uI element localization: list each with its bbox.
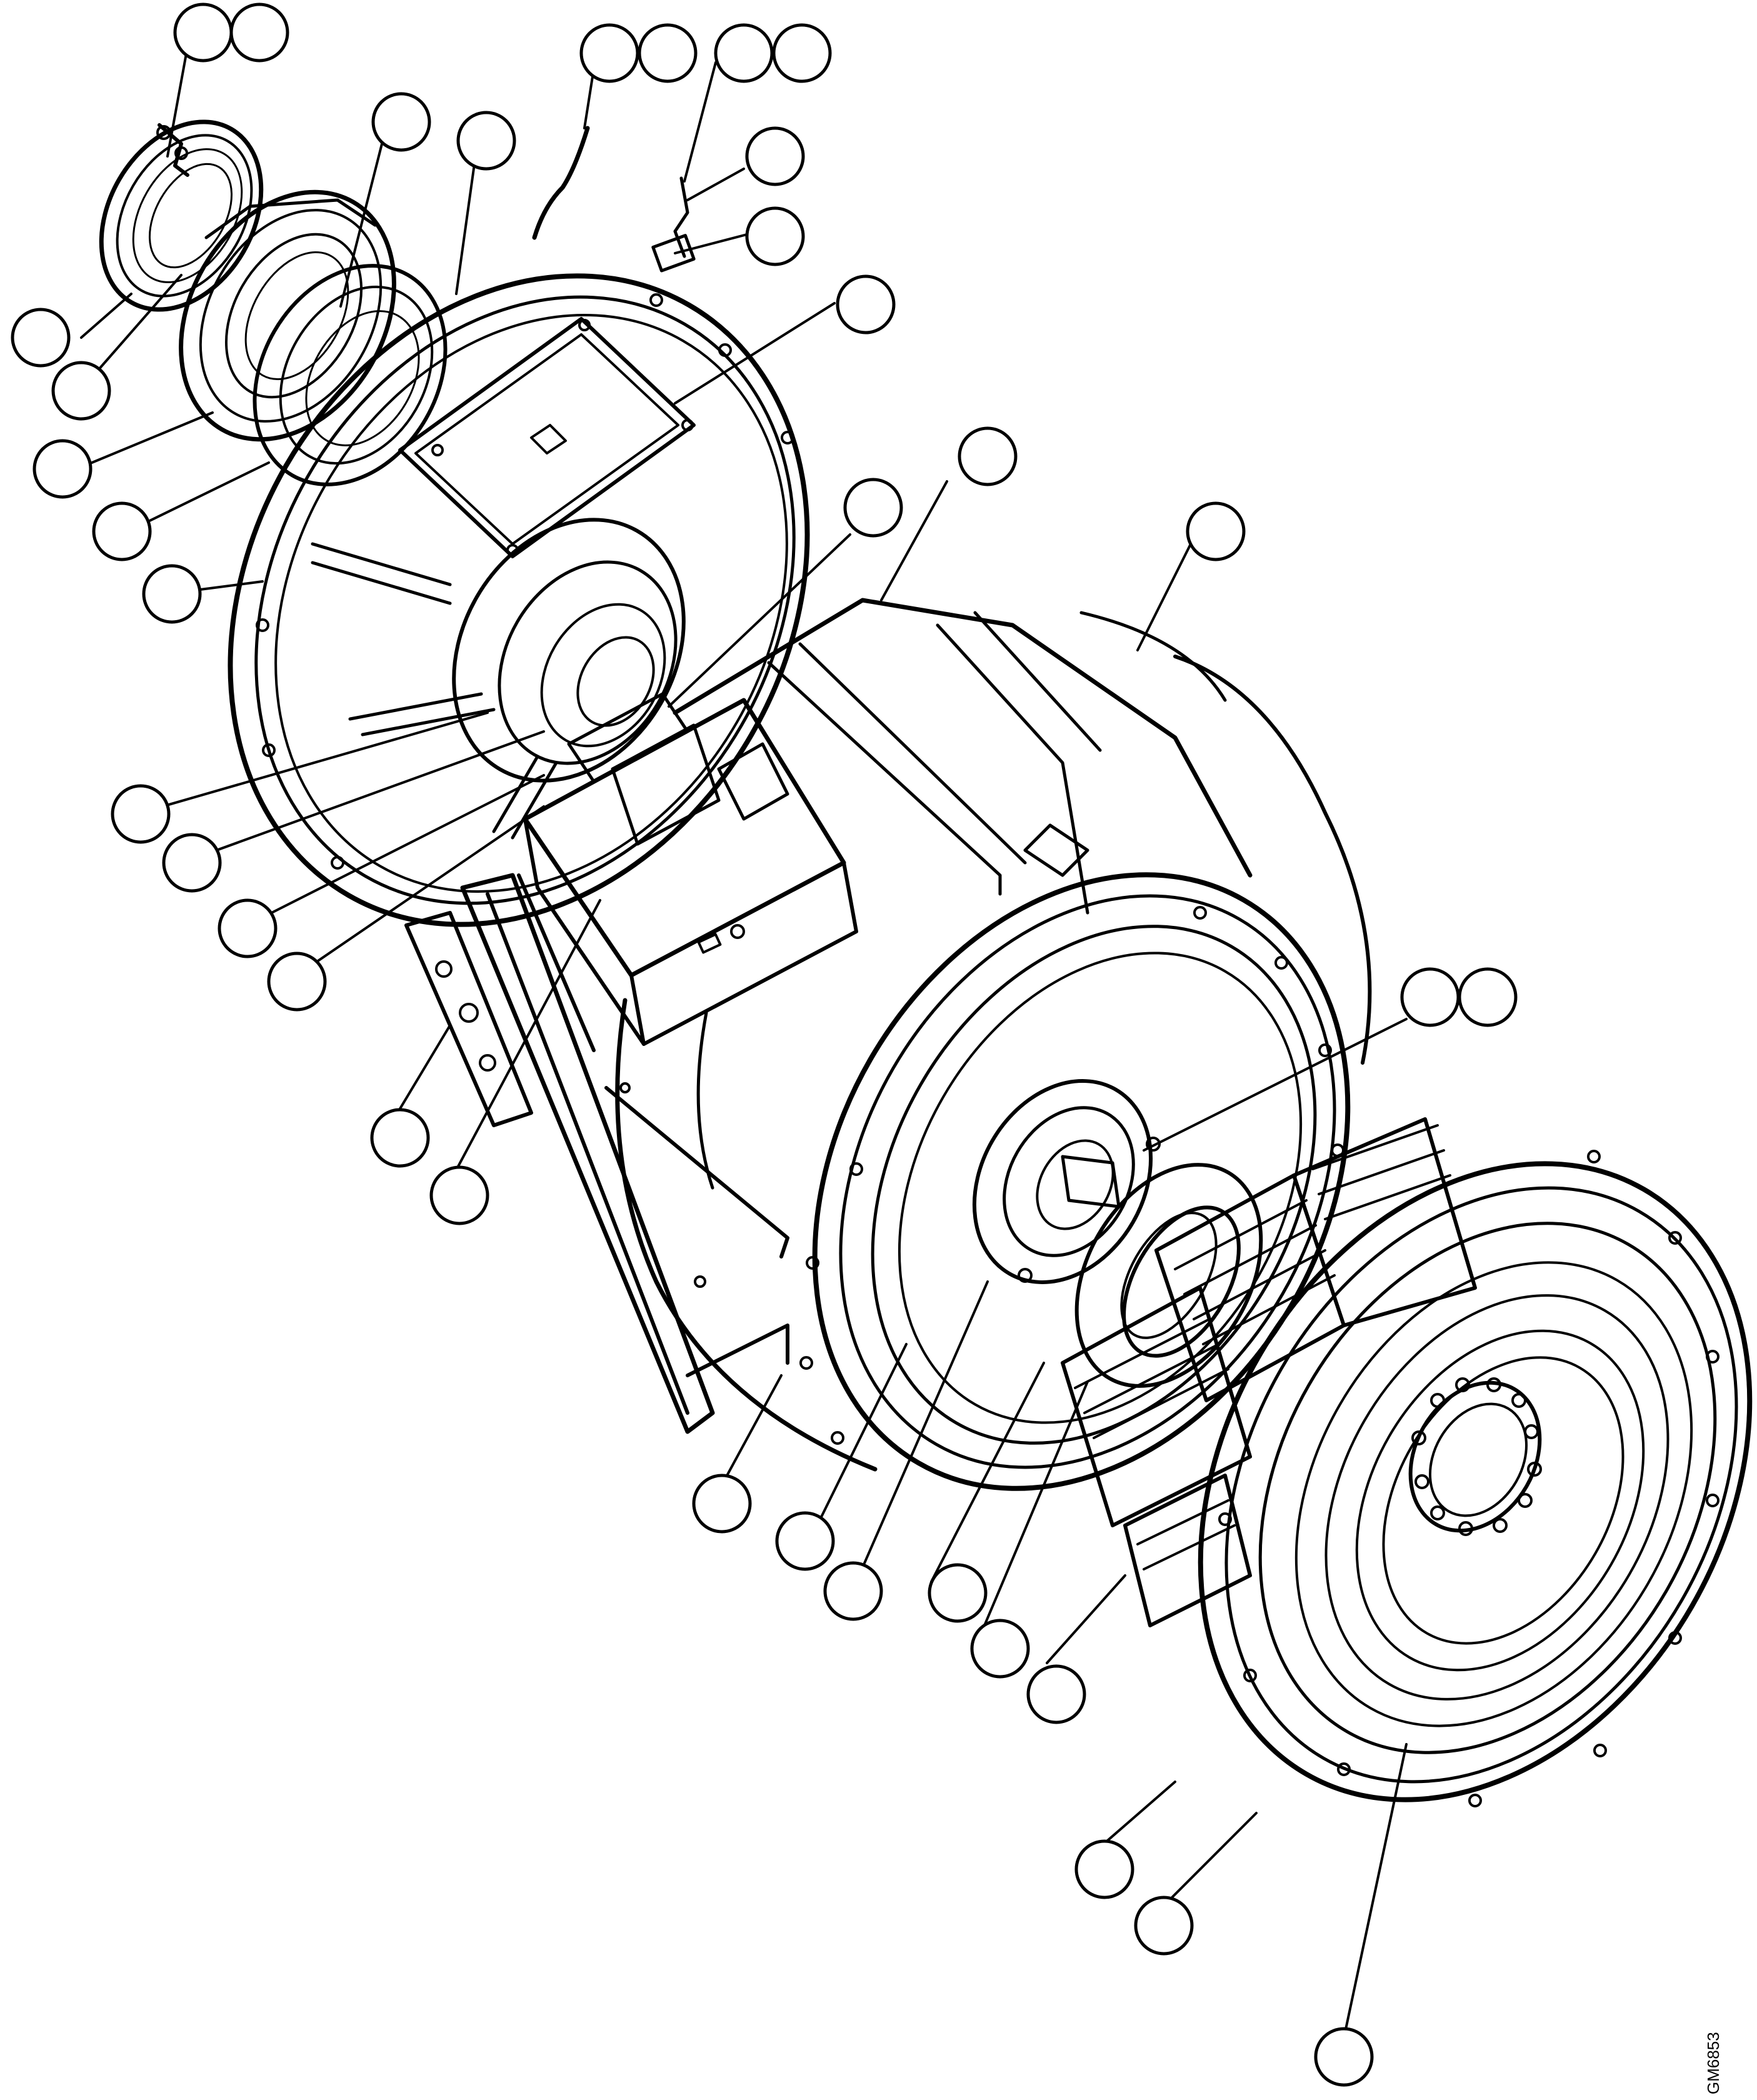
- base-frame: [404, 873, 789, 1434]
- callout-balloon: [173, 3, 233, 63]
- callout-balloon: [1186, 501, 1246, 561]
- callout-balloon: [1026, 1664, 1086, 1724]
- end-bearing-cap: [99, 119, 264, 312]
- flex-plate-hub: [1408, 1377, 1542, 1536]
- callout-balloon: [1074, 1839, 1134, 1899]
- callout-balloon: [692, 1474, 752, 1534]
- callout-balloon: [1134, 1896, 1194, 1956]
- callout-balloon: [638, 23, 698, 83]
- front-end-bracket: [1198, 1150, 1753, 1807]
- callout-balloon: [958, 426, 1018, 486]
- callout-balloon: [823, 1561, 883, 1621]
- callout-balloon: [162, 833, 222, 893]
- reference-balloons: [11, 3, 1518, 2087]
- callout-balloon: [429, 1165, 489, 1225]
- callout-balloon: [456, 111, 516, 171]
- stator-frame: [615, 598, 1372, 1491]
- callout-balloon: [714, 23, 774, 83]
- callout-balloon: [745, 126, 805, 186]
- drawing-reference-code: GM6853: [1704, 2032, 1723, 2094]
- callout-balloon: [772, 23, 832, 83]
- callout-balloon: [745, 206, 805, 266]
- callout-balloon: [11, 308, 71, 368]
- callout-balloon: [928, 1563, 988, 1623]
- callout-balloon: [579, 23, 639, 83]
- exciter-rotor-ring: [1018, 1137, 1241, 1358]
- terminal-box: [523, 692, 858, 1046]
- callout-balloon: [218, 898, 278, 958]
- sensor-hose: [532, 126, 696, 273]
- callout-balloon: [836, 274, 896, 334]
- callout-balloon: [970, 1619, 1030, 1679]
- callout-balloon: [843, 478, 903, 538]
- callout-balloon: [371, 92, 431, 152]
- callout-balloon: [229, 3, 289, 63]
- callout-balloon: [267, 952, 327, 1012]
- rotor-windings: [1061, 1117, 1477, 1627]
- callout-balloon: [370, 1108, 430, 1168]
- fan-housing: [228, 273, 810, 927]
- callout-balloon: [142, 564, 202, 624]
- callout-balloon: [111, 784, 171, 844]
- callout-balloon: [1314, 2027, 1374, 2087]
- leader-lines: [80, 46, 1408, 2039]
- callout-balloon: [51, 361, 111, 421]
- callout-balloon: [33, 439, 93, 499]
- callout-balloon: [775, 1511, 835, 1571]
- callout-balloon: [1400, 967, 1460, 1027]
- callout-balloon: [1458, 967, 1518, 1027]
- callout-balloon: [92, 501, 152, 561]
- bearing-housing: [253, 264, 448, 486]
